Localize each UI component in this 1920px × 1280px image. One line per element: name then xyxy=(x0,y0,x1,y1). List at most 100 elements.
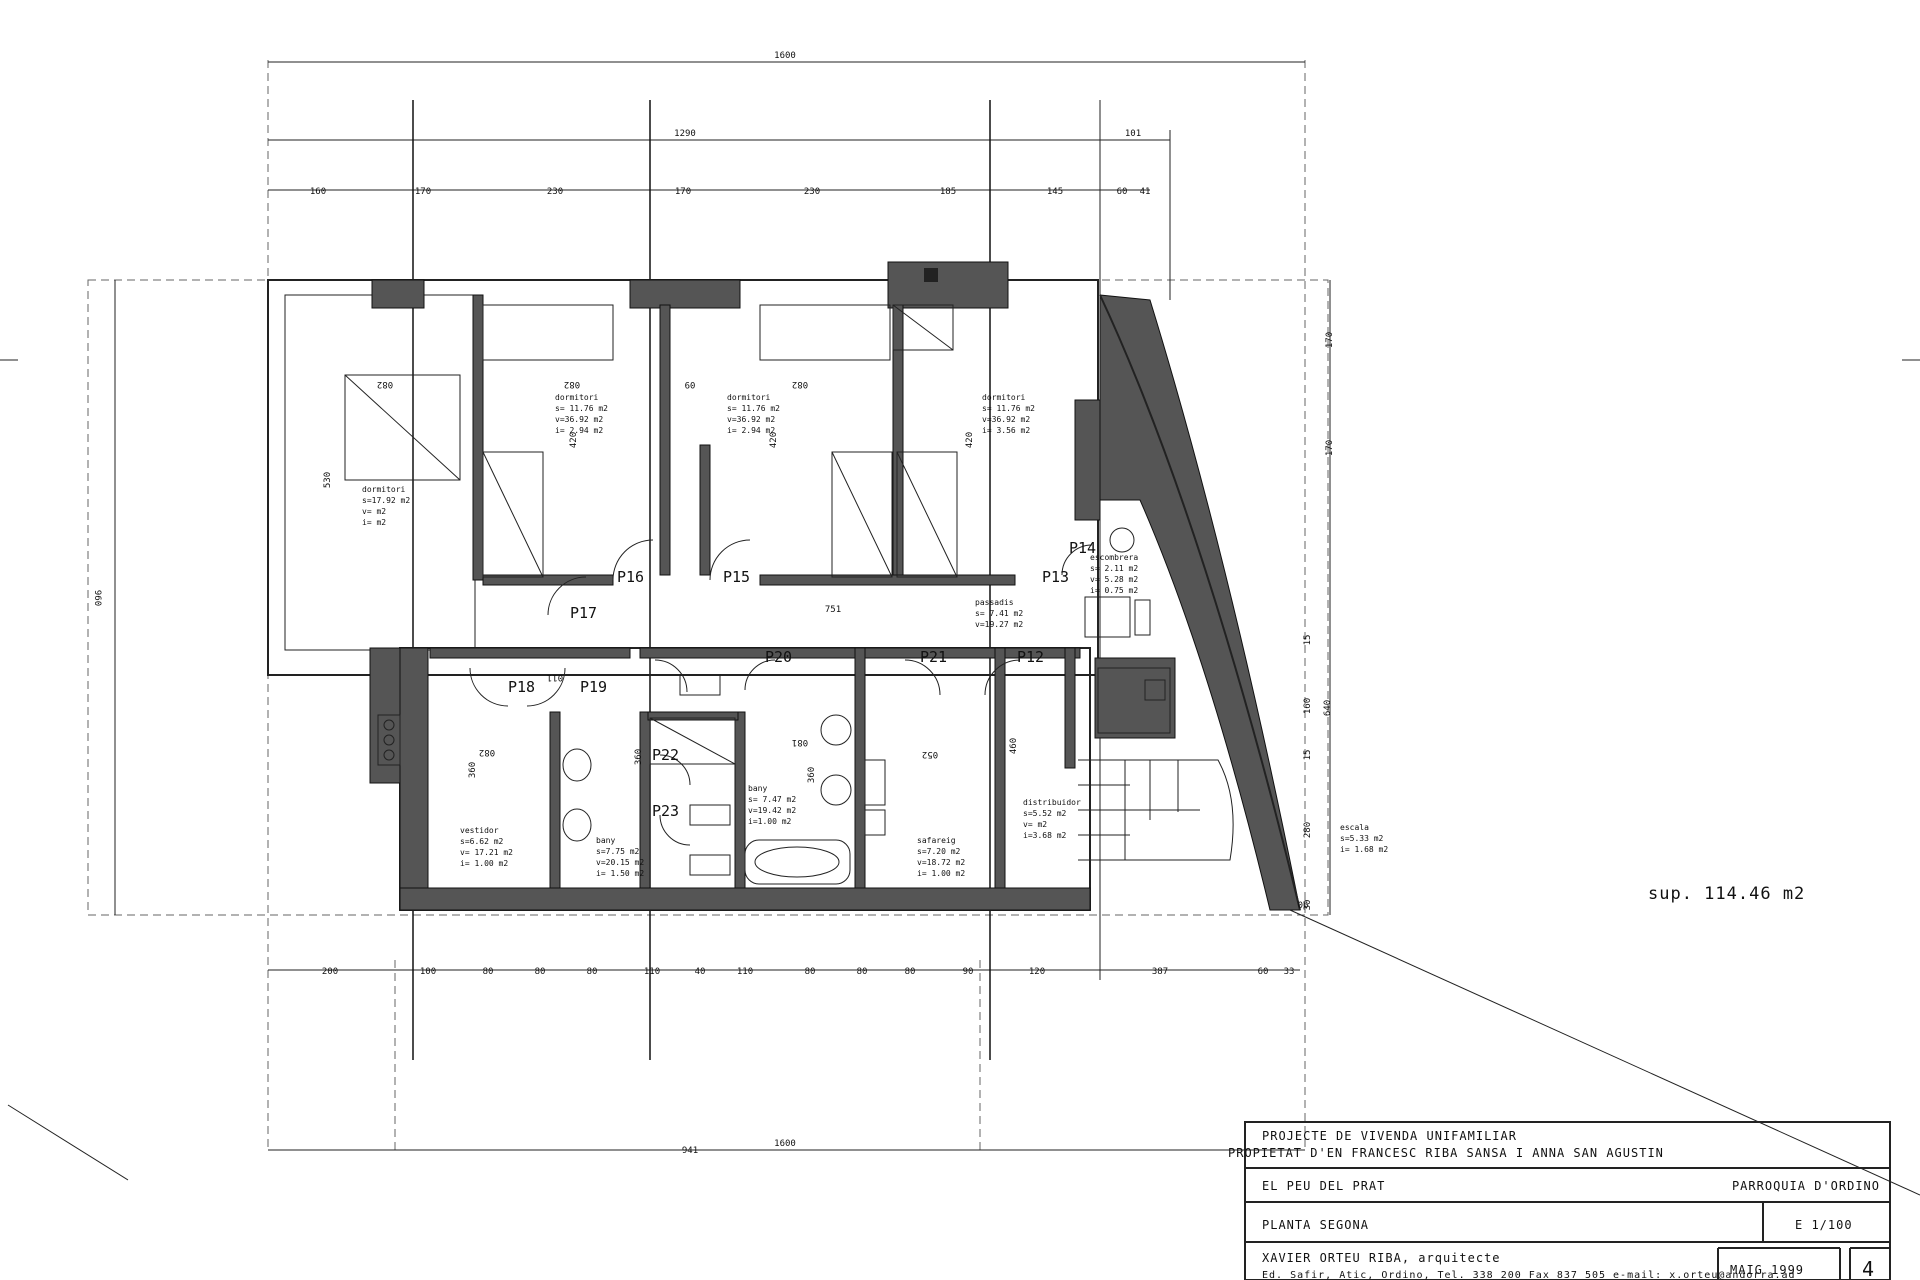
room-surface: s= 11.76 m2 xyxy=(982,404,1035,413)
dimension-right-top-1: 170 xyxy=(1325,440,1335,456)
door-label-p13: P13 xyxy=(1042,568,1069,586)
room-index: i= 1.00 m2 xyxy=(917,869,965,878)
room-name: dormitori xyxy=(727,393,771,402)
title-project-line2: PROPIETAT D'EN FRANCESC RIBA SANSA I ANN… xyxy=(1228,1146,1664,1160)
room-index: i= 0.75 m2 xyxy=(1090,586,1138,595)
room-surface: s= 11.76 m2 xyxy=(727,404,780,413)
dimension-inner-15: 052 xyxy=(922,749,938,759)
dimension-bottom-1: 100 xyxy=(420,967,436,977)
room-volume: v=36.92 m2 xyxy=(555,415,603,424)
dimension-left-overall: 960 xyxy=(92,590,102,606)
room-index: i= 1.00 m2 xyxy=(460,859,508,868)
dimension-bottom-11: 90 xyxy=(963,967,974,977)
walls xyxy=(267,261,1301,911)
surface-total: sup. 114.46 m2 xyxy=(1648,884,1805,904)
dimension-bottom-3: 80 xyxy=(535,967,546,977)
dimension-bottom-6: 40 xyxy=(695,967,706,977)
title-scale: E 1/100 xyxy=(1795,1218,1853,1232)
diagonal-line-left xyxy=(7,1104,129,1181)
dimension-bottom-2: 80 xyxy=(483,967,494,977)
dimension-inner-1: 082 xyxy=(377,379,393,389)
dimension-inner-7: 420 xyxy=(965,432,975,448)
room-name: dormitori xyxy=(362,485,406,494)
door-label-p15: P15 xyxy=(723,568,750,586)
dimension-inner-11: 360 xyxy=(468,762,478,778)
dimension-right-mid-1: 160 xyxy=(1303,698,1313,714)
room-volume: v= m2 xyxy=(362,507,386,516)
room-index: i= 2.94 m2 xyxy=(555,426,603,435)
dimension-inner-16: 460 xyxy=(1009,738,1019,754)
dimension-bottom-second: 941 xyxy=(682,1146,698,1156)
dimension-inner-8: 751 xyxy=(825,605,841,615)
title-location: EL PEU DEL PRAT xyxy=(1262,1179,1385,1193)
room-index: i= 1.68 m2 xyxy=(1340,845,1388,854)
room-name: escombrera xyxy=(1090,553,1138,562)
room-volume: v=36.92 m2 xyxy=(982,415,1030,424)
title-sheet-number: 4 xyxy=(1862,1257,1874,1280)
dimension-bottom-12: 120 xyxy=(1029,967,1045,977)
dimension-right-mid-0: 15 xyxy=(1303,635,1313,646)
dimension-top-2: 230 xyxy=(547,187,563,197)
door-label-p23: P23 xyxy=(652,802,679,820)
room-volume: v= m2 xyxy=(1023,820,1047,829)
fixtures xyxy=(344,304,1234,885)
dimension-bottom-15: 33 xyxy=(1284,967,1295,977)
dimension-top-5: 185 xyxy=(940,187,956,197)
dimension-bottom-4: 80 xyxy=(587,967,598,977)
dimension-right-mid-2: 640 xyxy=(1323,700,1333,716)
room-surface: s=5.52 m2 xyxy=(1023,809,1067,818)
room-index: i=1.00 m2 xyxy=(748,817,792,826)
dimension-top-second: 1290 xyxy=(674,129,696,139)
room-surface: s=7.20 m2 xyxy=(917,847,961,856)
room-surface: s= 7.47 m2 xyxy=(748,795,796,804)
dimension-bottom-13: 387 xyxy=(1152,967,1168,977)
dimension-lines xyxy=(114,61,1331,1151)
dimension-inner-9: 011 xyxy=(547,672,563,682)
room-name: bany xyxy=(596,836,615,845)
door-label-p19: P19 xyxy=(580,678,607,696)
room-name: safareig xyxy=(917,836,956,845)
dimension-right-mid-4: 280 xyxy=(1303,822,1313,838)
door-label-p14: P14 xyxy=(1069,539,1096,557)
room-name: escala xyxy=(1340,823,1369,832)
dimension-top-7: 60 xyxy=(1117,187,1128,197)
room-volume: v=20.15 m2 xyxy=(596,858,644,867)
door-swings xyxy=(469,539,1093,846)
title-drawing-name: PLANTA SEGONA xyxy=(1262,1218,1369,1232)
title-project-line1: PROJECTE DE VIVENDA UNIFAMILIAR xyxy=(1262,1129,1517,1143)
title-parish: PARROQUIA D'ORDINO xyxy=(1732,1179,1880,1193)
dimension-inner-3: 420 xyxy=(569,432,579,448)
door-label-p16: P16 xyxy=(617,568,644,586)
room-volume: v=36.92 m2 xyxy=(727,415,775,424)
room-surface: s= 7.41 m2 xyxy=(975,609,1023,618)
room-surface: s= 2.11 m2 xyxy=(1090,564,1138,573)
room-surface: s=7.75 m2 xyxy=(596,847,640,856)
dimension-right-mid-5: 30 xyxy=(1303,900,1313,911)
room-name: passadis xyxy=(975,598,1014,607)
dimension-inner-6: 420 xyxy=(769,432,779,448)
room-surface: s=6.62 m2 xyxy=(460,837,504,846)
dimension-inner-2: 082 xyxy=(564,379,580,389)
room-volume: v=19.27 m2 xyxy=(975,620,1023,629)
dashed-outline xyxy=(0,60,1920,1151)
room-surface: s=5.33 m2 xyxy=(1340,834,1384,843)
room-surface: s=17.92 m2 xyxy=(362,496,410,505)
dimension-inner-4: 09 xyxy=(685,379,696,389)
dimension-bottom-5: 110 xyxy=(644,967,660,977)
room-index: i= 3.56 m2 xyxy=(982,426,1030,435)
door-label-p21: P21 xyxy=(920,648,947,666)
door-label-p17: P17 xyxy=(570,604,597,622)
room-name: distribuidor xyxy=(1023,798,1081,807)
dimension-inner-5: 082 xyxy=(792,379,808,389)
dimension-inner-14: 360 xyxy=(807,767,817,783)
dimension-bottom-7: 110 xyxy=(737,967,753,977)
dimension-top-4: 230 xyxy=(804,187,820,197)
dimension-bottom-0: 200 xyxy=(322,967,338,977)
title-contact: Ed. Safir, Atic, Ordino, Tel. 338 200 Fa… xyxy=(1262,1270,1796,1280)
room-index: i= 1.50 m2 xyxy=(596,869,644,878)
